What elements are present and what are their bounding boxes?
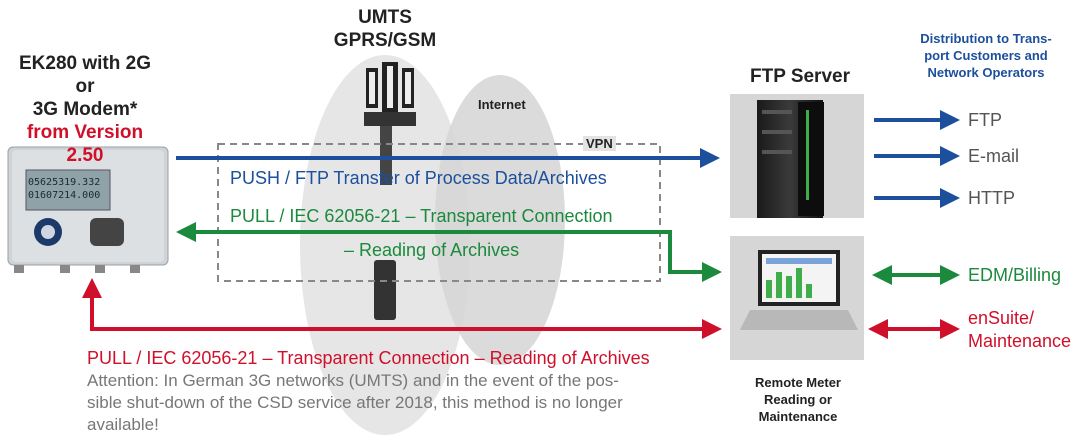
pull-red-label: PULL / IEC 62056-21 – Transparent Connec… xyxy=(87,348,650,368)
ensuite-label: enSuite/ Maintenance xyxy=(968,308,1072,351)
network-title: UMTS GPRS/GSM xyxy=(333,7,437,51)
device-screen: 05625319.332 01607214.000 xyxy=(28,176,108,202)
pull-green-label-1: PULL / IEC 62056-21 – Transparent Connec… xyxy=(230,206,613,226)
screen-line-1: 05625319.332 xyxy=(28,177,101,188)
pull-red-arrow xyxy=(82,278,722,339)
pull-green-label-2: – Reading of Archives xyxy=(344,240,520,260)
laptop-image xyxy=(730,236,864,360)
vpn-box xyxy=(217,143,661,282)
push-label: PUSH / FTP Transfer of Process Data/Arch… xyxy=(230,168,607,188)
vpn-label: VPN xyxy=(583,136,616,151)
device-title: EK280 with 2G or 3G Modem* from Version … xyxy=(10,52,160,167)
device-version: from Version 2.50 xyxy=(26,122,144,166)
pull-green-arrow xyxy=(176,222,722,282)
ftp-server-image xyxy=(730,94,864,218)
ek280-device-image xyxy=(7,146,169,273)
dist-item-ftp: FTP xyxy=(968,110,1002,130)
edm-label: EDM/Billing xyxy=(968,265,1062,285)
remote-caption: Remote Meter Reading or Maintenance xyxy=(755,375,841,424)
ftp-server-title: FTP Server xyxy=(750,66,850,87)
attention-note: Attention: In German 3G networks (UMTS) … xyxy=(87,371,623,434)
screen-line-2: 01607214.000 xyxy=(28,190,101,201)
dist-item-email: E-mail xyxy=(968,146,1020,166)
distribution-title: Distribution to Trans- port Customers an… xyxy=(920,31,1052,80)
internet-label: Internet xyxy=(478,97,526,112)
dist-item-http: HTTP xyxy=(968,188,1015,208)
